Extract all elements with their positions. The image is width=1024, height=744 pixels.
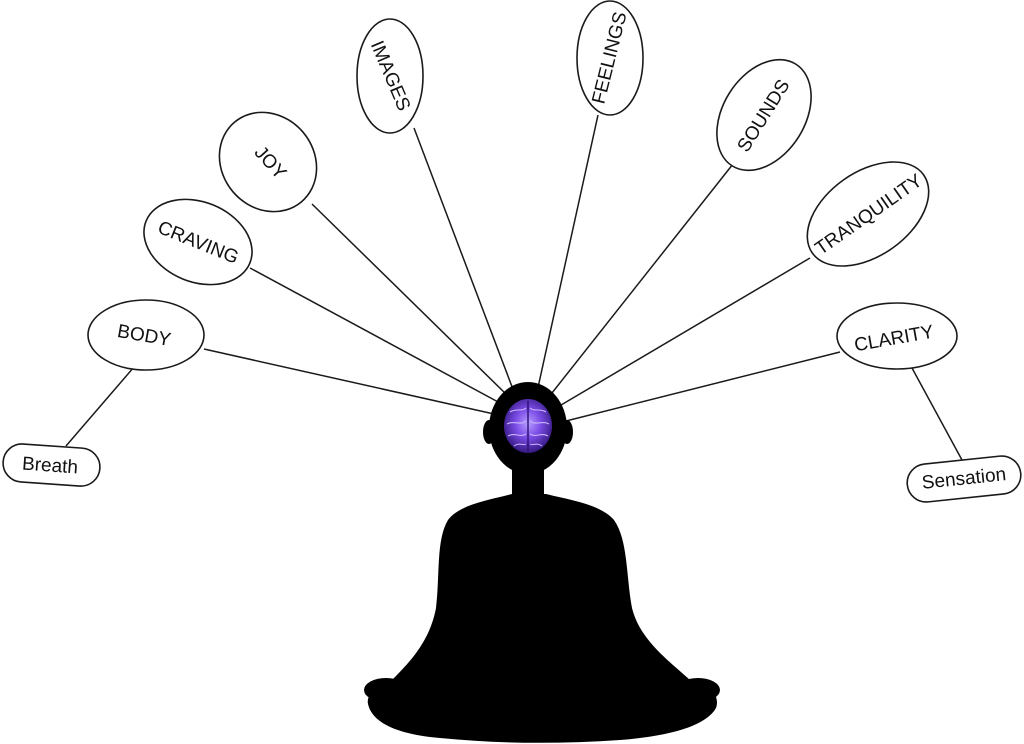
concept-bubble-joy: JOY (218, 111, 318, 213)
sub-concept-label-breath: Breath (21, 454, 78, 479)
brain-icon (504, 399, 552, 453)
connector-images (413, 127, 515, 393)
connector-sounds (547, 163, 734, 399)
meditating-person-icon (364, 382, 720, 743)
concept-bubble-sounds: SOUNDS (716, 58, 812, 172)
connector-clarity-sensation (911, 367, 963, 461)
concept-bubble-tranquility: TRANQUILITY (806, 161, 930, 267)
concept-bubble-images: IMAGES (356, 18, 424, 134)
sub-concept-breath: Breath (2, 443, 101, 487)
connector-body-breath (65, 366, 135, 447)
connector-clarity (561, 351, 841, 423)
sub-concept-sensation: Sensation (906, 455, 1022, 503)
concept-bubble-craving: CRAVING (143, 198, 253, 286)
connector-tranquility (555, 257, 811, 409)
concept-bubble-body: BODY (87, 299, 205, 371)
concept-bubble-clarity: CLARITY (836, 302, 958, 370)
connector-feelings (536, 114, 599, 393)
connector-joy (311, 203, 509, 397)
concept-bubble-feelings: FEELINGS (576, 0, 644, 116)
connector-craving (249, 267, 501, 404)
connector-lines (65, 114, 963, 461)
connector-body (203, 348, 495, 415)
